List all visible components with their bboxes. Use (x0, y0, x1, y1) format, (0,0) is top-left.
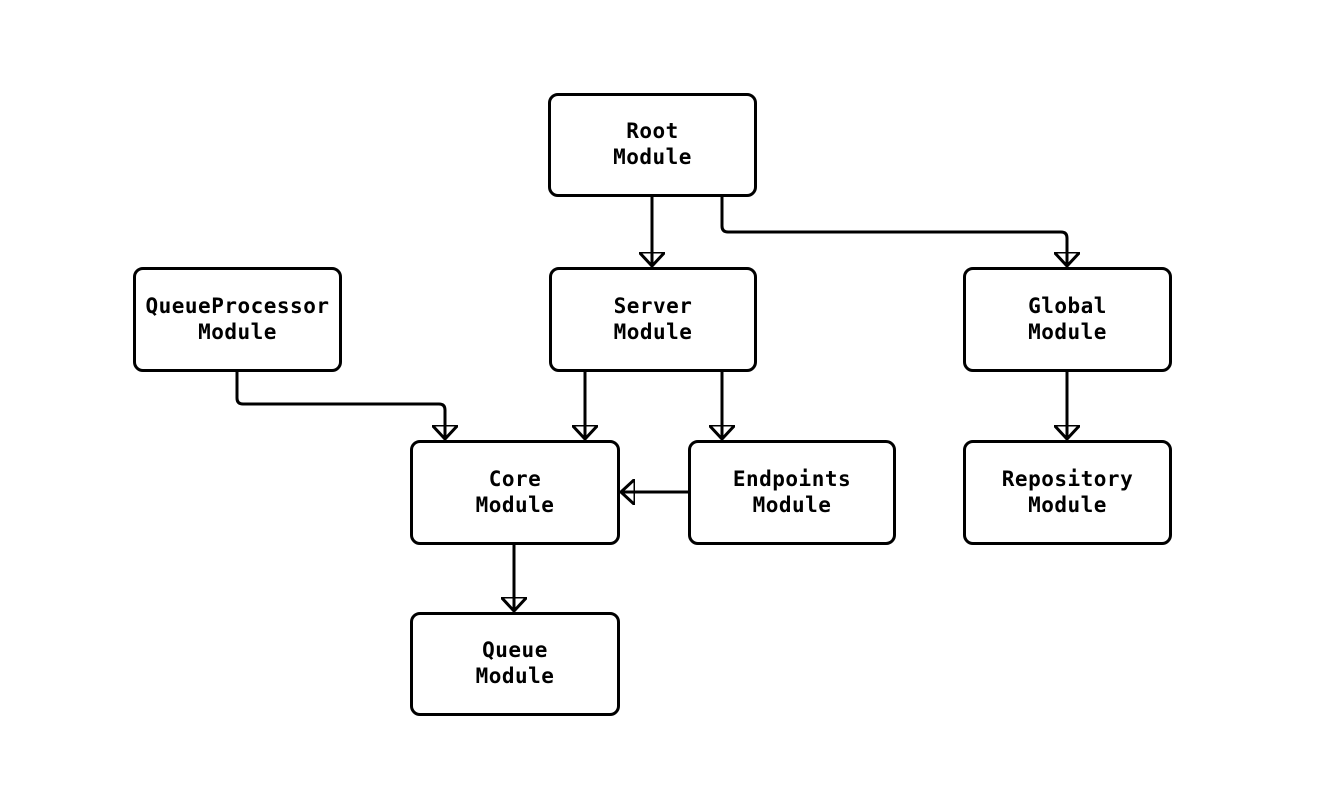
node-queue-module-label: Queue Module (475, 638, 555, 688)
node-endpoints-module: Endpoints Module (688, 440, 896, 545)
node-repository-module-label: Repository Module (1001, 466, 1134, 517)
node-repository-module: Repository Module (963, 440, 1172, 545)
node-global-module-label: Global Module (1028, 293, 1107, 344)
node-queueprocessor-module: QueueProcessor Module (133, 267, 342, 372)
node-root-module: Root Module (548, 93, 757, 197)
edge-queueprocessor-to-core (235, 372, 445, 437)
edge-root-to-global (720, 197, 1067, 264)
node-endpoints-module-label: Endpoints Module (732, 466, 852, 517)
node-server-module: Server Module (549, 267, 757, 372)
node-queue-module: Queue Module (410, 612, 620, 716)
node-core-module-label: Core Module (475, 466, 555, 517)
node-queueprocessor-module-label: QueueProcessor Module (145, 293, 330, 344)
node-root-module-label: Root Module (613, 119, 692, 169)
node-server-module-label: Server Module (613, 293, 693, 344)
node-core-module: Core Module (410, 440, 620, 545)
node-global-module: Global Module (963, 267, 1172, 372)
